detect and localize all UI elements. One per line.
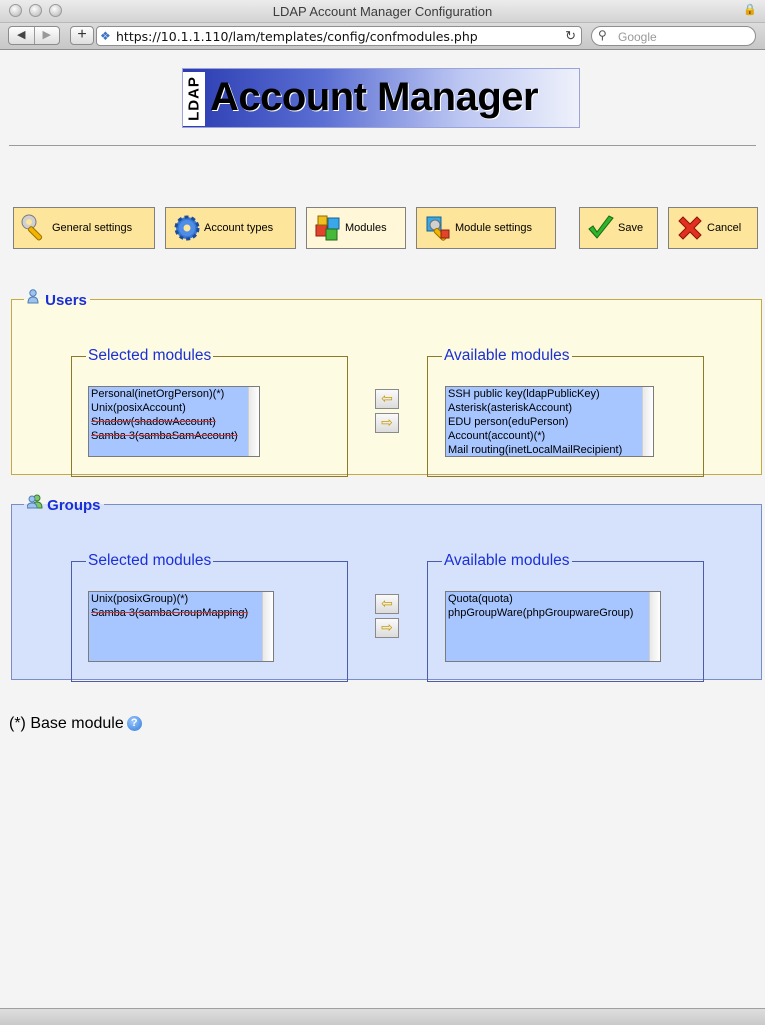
groups-available-box: Available modules Quota(quota) phpGroupW…: [427, 552, 704, 682]
list-item[interactable]: SSH public key(ldapPublicKey): [448, 388, 600, 400]
base-module-note: (*) Base module?: [9, 715, 142, 733]
window-title: LDAP Account Manager Configuration: [272, 4, 493, 19]
lam-logo: LDAP Account Manager: [182, 68, 580, 128]
save-button[interactable]: Save: [579, 207, 658, 249]
tab-label: Cancel: [707, 222, 742, 234]
users-selected-legend: Selected modules: [88, 347, 212, 364]
users-available-list[interactable]: SSH public key(ldapPublicKey) Asterisk(a…: [445, 386, 654, 457]
arrow-right-icon: ⇨: [381, 619, 393, 635]
zoom-window-button[interactable]: [49, 4, 62, 17]
gear-icon: [174, 215, 200, 241]
add-module-button[interactable]: ⇦: [375, 594, 399, 614]
arrow-right-icon: ⇨: [381, 414, 393, 430]
groups-section: Groups Selected modules Unix(posixGroup)…: [11, 494, 762, 682]
user-icon: [27, 289, 41, 308]
list-item[interactable]: Samba 3(sambaGroupMapping): [91, 607, 249, 619]
logo-title: Account Manager: [210, 75, 539, 119]
cross-icon: [678, 216, 702, 240]
add-module-button[interactable]: ⇦: [375, 389, 399, 409]
back-icon[interactable]: ◀: [17, 29, 26, 41]
users-section: Users Selected modules Personal(inetOrgP…: [11, 289, 762, 477]
divider: [9, 145, 756, 146]
checkmark-icon: [588, 215, 614, 239]
search-icon: ⚲: [598, 28, 607, 42]
arrow-left-icon: ⇦: [381, 390, 393, 406]
forward-icon[interactable]: ▶: [33, 27, 60, 44]
tab-module-settings[interactable]: Module settings: [416, 207, 556, 249]
address-bar[interactable]: ❖ https://10.1.1.110/lam/templates/confi…: [96, 26, 582, 46]
list-item[interactable]: Unix(posixAccount): [91, 402, 186, 414]
tab-label: Account types: [204, 222, 274, 234]
groups-title: Groups: [47, 497, 101, 514]
groups-selected-legend: Selected modules: [88, 552, 212, 569]
list-item[interactable]: Asterisk(asteriskAccount): [448, 402, 573, 414]
lock-icon: 🔒: [743, 4, 757, 16]
scrollbar[interactable]: [649, 592, 660, 661]
users-available-legend: Available modules: [444, 347, 570, 364]
scrollbar[interactable]: [642, 387, 653, 456]
status-bar: [0, 1008, 765, 1025]
group-icon: [26, 494, 43, 513]
list-item[interactable]: Samba 3(sambaSamAccount): [91, 430, 238, 442]
list-item[interactable]: Account(account)(*): [448, 430, 546, 442]
close-window-button[interactable]: [9, 4, 22, 17]
footnote-text: (*) Base module: [9, 715, 124, 732]
list-item[interactable]: Mail routing(inetLocalMailRecipient): [448, 444, 623, 456]
groups-available-legend: Available modules: [444, 552, 570, 569]
tab-label: Save: [618, 222, 644, 234]
users-available-box: Available modules SSH public key(ldapPub…: [427, 347, 704, 477]
users-selected-list[interactable]: Personal(inetOrgPerson)(*) Unix(posixAcc…: [88, 386, 260, 457]
search-field[interactable]: ⚲ Google: [591, 26, 756, 46]
search-placeholder: Google: [618, 30, 657, 44]
list-item[interactable]: phpGroupWare(phpGroupwareGroup): [448, 607, 634, 619]
url-text[interactable]: https://10.1.1.110/lam/templates/config/…: [116, 29, 478, 44]
groups-selected-box: Selected modules Unix(posixGroup)(*) Sam…: [71, 552, 348, 682]
browser-toolbar: ◀ ▶ + ❖ https://10.1.1.110/lam/templates…: [0, 23, 765, 50]
module-settings-icon: [426, 216, 450, 241]
arrow-left-icon: ⇦: [381, 595, 393, 611]
cubes-icon: [315, 215, 340, 241]
tab-modules[interactable]: Modules: [306, 207, 406, 249]
tab-label: Module settings: [455, 222, 533, 234]
window-titlebar: LDAP Account Manager Configuration 🔒: [0, 0, 765, 23]
add-bookmark-button[interactable]: +: [70, 26, 94, 45]
site-icon: ❖: [100, 29, 111, 43]
logo-ldap-text: LDAP: [185, 76, 203, 121]
remove-module-button[interactable]: ⇨: [375, 413, 399, 433]
cancel-button[interactable]: Cancel: [668, 207, 758, 249]
scrollbar[interactable]: [262, 592, 273, 661]
groups-selected-list[interactable]: Unix(posixGroup)(*) Samba 3(sambaGroupMa…: [88, 591, 274, 662]
users-title: Users: [45, 292, 87, 309]
minimize-window-button[interactable]: [29, 4, 42, 17]
scrollbar[interactable]: [248, 387, 259, 456]
groups-available-list[interactable]: Quota(quota) phpGroupWare(phpGroupwareGr…: [445, 591, 661, 662]
list-item[interactable]: EDU person(eduPerson): [448, 416, 569, 428]
tab-label: Modules: [345, 222, 387, 234]
help-icon[interactable]: ?: [126, 716, 142, 731]
users-selected-box: Selected modules Personal(inetOrgPerson)…: [71, 347, 348, 477]
list-item[interactable]: Personal(inetOrgPerson)(*): [91, 388, 225, 400]
list-item[interactable]: Unix(posixGroup)(*): [91, 593, 189, 605]
tab-account-types[interactable]: Account types: [165, 207, 296, 249]
reload-icon[interactable]: ↻: [565, 28, 576, 43]
list-item[interactable]: Shadow(shadowAccount): [91, 416, 216, 428]
list-item[interactable]: Quota(quota): [448, 593, 513, 605]
wrench-icon: [21, 214, 43, 241]
tab-general-settings[interactable]: General settings: [13, 207, 155, 249]
tab-label: General settings: [52, 222, 133, 234]
nav-buttons: ◀ ▶: [8, 26, 60, 45]
remove-module-button[interactable]: ⇨: [375, 618, 399, 638]
